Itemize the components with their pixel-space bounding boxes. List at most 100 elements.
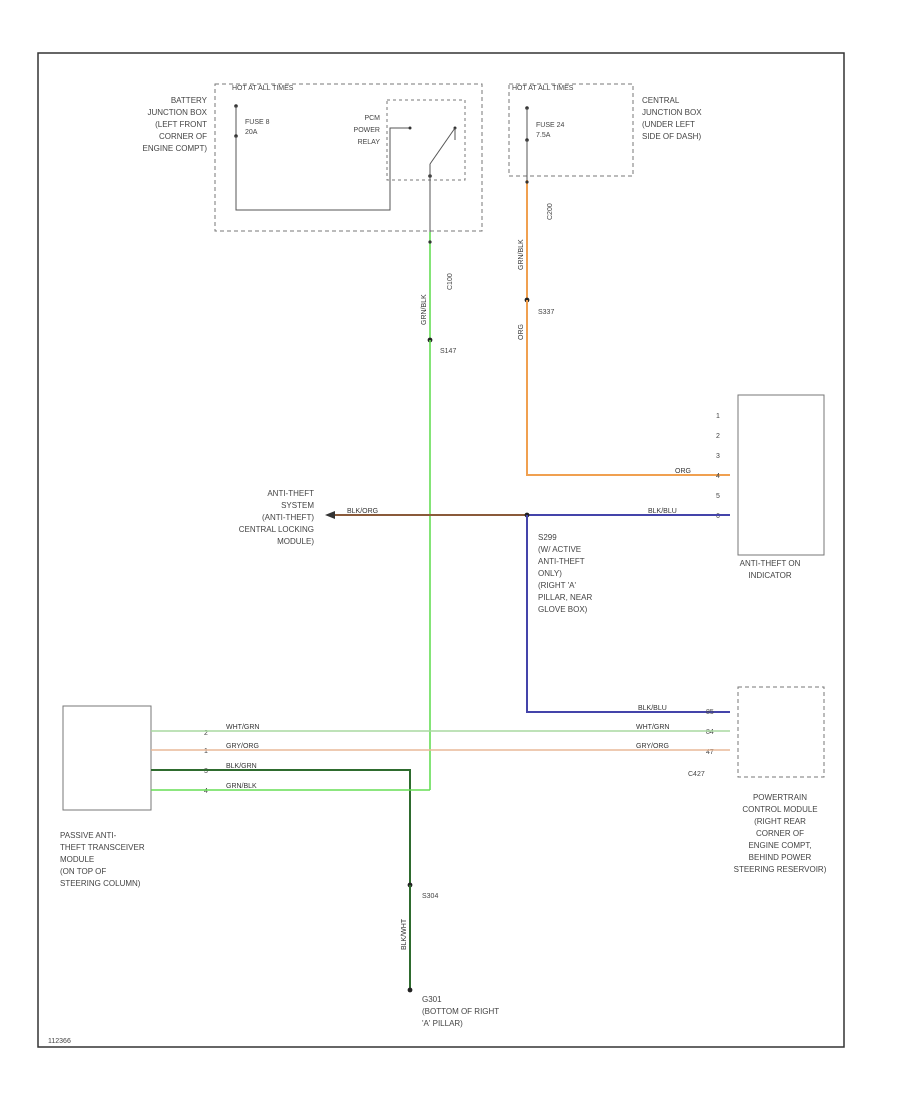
svg-text:4: 4 xyxy=(204,788,208,795)
svg-text:G301: G301 xyxy=(422,995,442,1004)
svg-text:S299: S299 xyxy=(538,533,557,542)
svg-text:84: 84 xyxy=(706,729,714,736)
s299-note: S299 (W/ ACTIVE ANTI-THEFT ONLY) (RIGHT … xyxy=(538,533,592,614)
fuse-8-rating: 20A xyxy=(245,129,258,136)
svg-text:SYSTEM: SYSTEM xyxy=(281,501,314,510)
svg-text:ONLY): ONLY) xyxy=(538,569,562,578)
connector-c200-pin xyxy=(525,180,529,184)
central-junction-description: CENTRAL JUNCTION BOX (UNDER LEFT SIDE OF… xyxy=(642,96,702,141)
splice-s304-label: S304 xyxy=(422,893,438,900)
wire-org-label-mid: ORG xyxy=(518,324,525,340)
svg-text:CORNER OF: CORNER OF xyxy=(756,829,804,838)
central-junction-header: HOT AT ALL TIMES xyxy=(512,85,574,92)
svg-text:(RIGHT 'A': (RIGHT 'A' xyxy=(538,581,576,590)
fuse-8-label: FUSE 8 xyxy=(245,119,270,126)
diagram-id: 112366 xyxy=(48,1038,71,1045)
fuse-24-label: FUSE 24 xyxy=(536,122,565,129)
svg-text:BATTERY: BATTERY xyxy=(171,96,208,105)
pcm-relay-label-3: RELAY xyxy=(358,139,381,146)
svg-text:ANTI-THEFT ON: ANTI-THEFT ON xyxy=(740,559,801,568)
svg-text:CENTRAL LOCKING: CENTRAL LOCKING xyxy=(239,525,314,534)
wire-grn-blk-pats: GRN/BLK xyxy=(151,783,430,791)
svg-text:MODULE): MODULE) xyxy=(277,537,314,546)
wire-blk-org: BLK/ORG xyxy=(325,508,527,519)
svg-text:3: 3 xyxy=(204,768,208,775)
svg-text:GRY/ORG: GRY/ORG xyxy=(226,743,259,750)
pcm-relay-label-1: PCM xyxy=(364,115,380,122)
svg-text:POWERTRAIN: POWERTRAIN xyxy=(753,793,807,802)
pcm-relay-label-2: POWER xyxy=(354,127,380,134)
svg-text:INDICATOR: INDICATOR xyxy=(748,571,791,580)
svg-text:STEERING RESERVOIR): STEERING RESERVOIR) xyxy=(734,865,827,874)
svg-text:(ON TOP OF: (ON TOP OF xyxy=(60,867,106,876)
svg-text:SIDE OF DASH): SIDE OF DASH) xyxy=(642,132,701,141)
svg-text:(ANTI-THEFT): (ANTI-THEFT) xyxy=(262,513,314,522)
svg-text:ANTI-THEFT: ANTI-THEFT xyxy=(267,489,314,498)
svg-text:BLK/GRN: BLK/GRN xyxy=(226,763,257,770)
wire-gry-org: GRY/ORG GRY/ORG xyxy=(151,743,730,751)
svg-text:85: 85 xyxy=(706,709,714,716)
wire-grn-blk: C100 GRN/BLK S147 xyxy=(421,232,456,790)
svg-text:5: 5 xyxy=(716,493,720,500)
battery-junction-box: HOT AT ALL TIMES FUSE 8 20A PCM POWER RE… xyxy=(214,83,483,232)
anti-theft-indicator: 1 2 3 4 5 6 ANTI-THEFT ON INDICATOR xyxy=(716,394,825,580)
svg-text:JUNCTION BOX: JUNCTION BOX xyxy=(642,108,702,117)
svg-text:47: 47 xyxy=(706,749,714,756)
svg-text:ANTI-THEFT: ANTI-THEFT xyxy=(538,557,585,566)
wire-blk-blu-label-pcm: BLK/BLU xyxy=(638,705,667,712)
arrow-to-anti-theft-system xyxy=(325,511,335,519)
fuse-24-rating: 7.5A xyxy=(536,132,551,139)
svg-text:'A' PILLAR): 'A' PILLAR) xyxy=(422,1019,463,1028)
svg-text:CONTROL MODULE: CONTROL MODULE xyxy=(742,805,817,814)
wire-wht-grn: WHT/GRN WHT/GRN xyxy=(151,724,730,732)
connector-c100-label: C100 xyxy=(447,273,454,290)
pcm-connector-label: C427 xyxy=(688,771,705,778)
pats-module: 2 1 3 4 PASSIVE ANTI- THEFT TRANSCEIVER … xyxy=(60,705,208,888)
svg-text:CORNER OF: CORNER OF xyxy=(159,132,207,141)
svg-text:GRN/BLK: GRN/BLK xyxy=(226,783,257,790)
svg-text:(UNDER LEFT: (UNDER LEFT xyxy=(642,120,695,129)
svg-text:2: 2 xyxy=(716,433,720,440)
svg-text:PASSIVE ANTI-: PASSIVE ANTI- xyxy=(60,831,117,840)
svg-text:STEERING COLUMN): STEERING COLUMN) xyxy=(60,879,141,888)
ground-path: S304 BLK/WHT G301 (BOTTOM OF RIGHT 'A' P… xyxy=(401,882,499,1028)
svg-text:WHT/GRN: WHT/GRN xyxy=(226,724,259,731)
battery-junction-description: BATTERY JUNCTION BOX (LEFT FRONT CORNER … xyxy=(143,96,208,153)
svg-text:(W/ ACTIVE: (W/ ACTIVE xyxy=(538,545,581,554)
svg-text:JUNCTION BOX: JUNCTION BOX xyxy=(147,108,207,117)
svg-text:1: 1 xyxy=(204,748,208,755)
diagram-frame xyxy=(37,52,845,1048)
connector-c200-label: C200 xyxy=(547,203,554,220)
splice-s147-label: S147 xyxy=(440,348,456,355)
svg-text:ENGINE COMPT): ENGINE COMPT) xyxy=(143,144,208,153)
ground-g301 xyxy=(407,987,413,993)
svg-text:MODULE: MODULE xyxy=(60,855,94,864)
wire-org-label-top: GRN/BLK xyxy=(518,239,525,270)
wire-blk-org-label: BLK/ORG xyxy=(347,508,378,515)
svg-text:(RIGHT REAR: (RIGHT REAR xyxy=(754,817,806,826)
powertrain-control-module: 85 84 47 C427 POWERTRAIN CONTROL MODULE … xyxy=(688,686,827,874)
svg-text:GLOVE BOX): GLOVE BOX) xyxy=(538,605,588,614)
svg-text:4: 4 xyxy=(716,473,720,480)
svg-text:1: 1 xyxy=(716,413,720,420)
wire-org-label-horizontal: ORG xyxy=(675,468,691,475)
svg-text:3: 3 xyxy=(716,453,720,460)
svg-text:THEFT TRANSCEIVER: THEFT TRANSCEIVER xyxy=(60,843,145,852)
svg-text:GRY/ORG: GRY/ORG xyxy=(636,743,669,750)
anti-theft-system-label: ANTI-THEFT SYSTEM (ANTI-THEFT) CENTRAL L… xyxy=(239,489,315,546)
svg-text:2: 2 xyxy=(204,730,208,737)
wire-blk-wht-label: BLK/WHT xyxy=(401,918,408,950)
connector-c100-pin xyxy=(428,240,432,244)
wire-blk-grn: BLK/GRN xyxy=(151,763,411,885)
svg-text:6: 6 xyxy=(716,513,720,520)
wire-blk-blu-label: BLK/BLU xyxy=(648,508,677,515)
splice-s337-label: S337 xyxy=(538,309,554,316)
wire-grn-blk-label: GRN/BLK xyxy=(421,294,428,325)
svg-text:BEHIND POWER: BEHIND POWER xyxy=(749,853,812,862)
svg-text:(BOTTOM OF RIGHT: (BOTTOM OF RIGHT xyxy=(422,1007,499,1016)
svg-text:PILLAR, NEAR: PILLAR, NEAR xyxy=(538,593,592,602)
svg-text:(LEFT FRONT: (LEFT FRONT xyxy=(155,120,207,129)
wire-org: C200 GRN/BLK S337 ORG ORG xyxy=(518,180,730,476)
battery-junction-header: HOT AT ALL TIMES xyxy=(232,85,294,92)
